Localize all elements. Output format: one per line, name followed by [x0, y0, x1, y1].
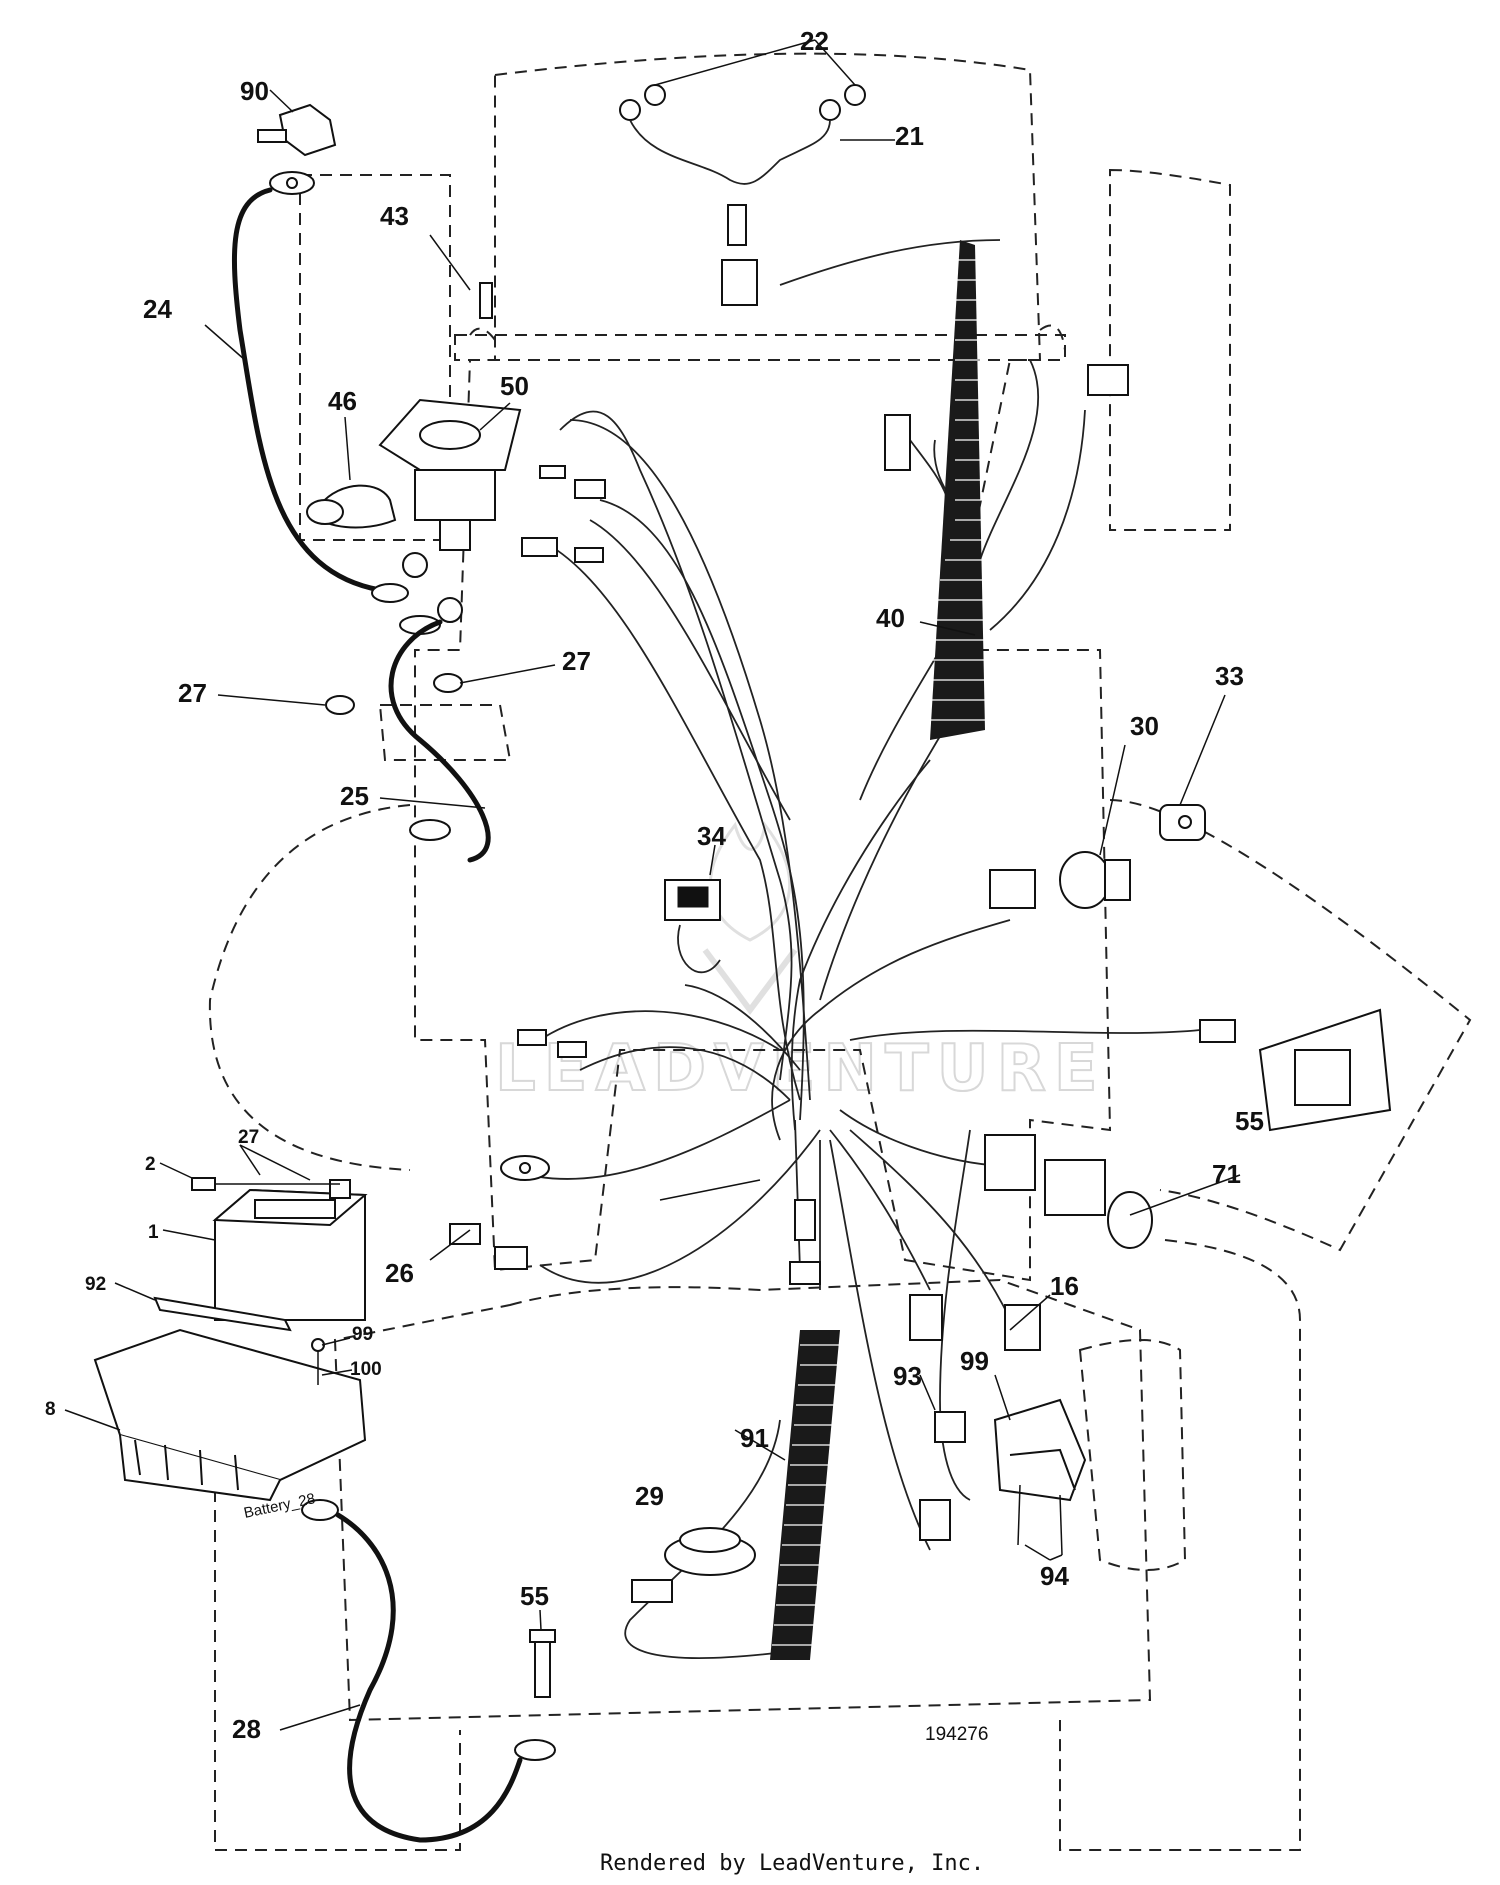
- footer-credit: Rendered by LeadVenture, Inc.: [600, 1851, 984, 1876]
- callout-28: 28: [232, 1714, 261, 1744]
- nut-27-center: [433, 673, 463, 693]
- callout-40: 40: [876, 603, 905, 633]
- module-94: [993, 1398, 1087, 1556]
- nut-27-left: [325, 695, 355, 715]
- callout-30: 30: [1130, 711, 1159, 741]
- headlights-21: [619, 84, 866, 306]
- callout-24: 24: [143, 294, 172, 324]
- callout-94: 99: [960, 1346, 989, 1376]
- callout-22: 22: [800, 26, 829, 56]
- callout-92: 93: [893, 1361, 922, 1391]
- cable-28: [301, 1499, 556, 1843]
- callout-21: 21: [895, 121, 924, 151]
- pto-switch-50: [984, 1134, 1153, 1249]
- cable-25: [388, 615, 491, 863]
- watermark: LEADVENTURE: [494, 821, 1106, 1107]
- callout-2: 2: [145, 1154, 156, 1175]
- callout-90: 90: [240, 76, 269, 106]
- cable-24: [231, 171, 409, 603]
- key-33: [1159, 804, 1206, 841]
- callout-91: 92: [85, 1274, 106, 1295]
- callout-25: 25: [340, 781, 369, 811]
- drawing-number: 194276: [925, 1724, 988, 1745]
- tractor-outline: [208, 52, 1472, 1851]
- switch-34: [664, 879, 721, 974]
- callout-1: 1: [148, 1222, 159, 1243]
- callout-16: 16: [1050, 1271, 1079, 1301]
- callout-labels: 90 24 43 46 50 27 27 25 22 21 40 30 33 3…: [45, 26, 1264, 1744]
- callout-43: 50: [500, 371, 529, 401]
- harness-connectors: [449, 364, 1236, 1541]
- callout-33: 33: [1215, 661, 1244, 691]
- callout-41: 43: [380, 201, 409, 231]
- battery-tray-8: [93, 1328, 367, 1502]
- callout-34: 34: [697, 821, 726, 851]
- solenoid-43: [306, 282, 522, 623]
- harness-wires: [509, 239, 1201, 1659]
- seat-switch-29: [631, 1527, 756, 1603]
- callout-46: 55: [1235, 1106, 1264, 1136]
- leader-lines: [64, 39, 1241, 1731]
- callout-71: 91: [740, 1423, 769, 1453]
- fuse-90: [257, 103, 337, 157]
- callout-42: 46: [328, 386, 357, 416]
- callout-50: 71: [1212, 1159, 1241, 1189]
- conduit-71: [770, 1330, 840, 1660]
- callout-93: 94: [1040, 1561, 1069, 1591]
- watermark-text: LEADVENTURE: [495, 1032, 1106, 1106]
- callout-27-battery: 27: [238, 1127, 259, 1148]
- bolt-55: [529, 1629, 556, 1698]
- hour-meter-46: [1258, 1008, 1392, 1132]
- callout-8: 8: [45, 1399, 56, 1420]
- callout-29: 29: [635, 1481, 664, 1511]
- callout-55-text: 55: [520, 1581, 549, 1611]
- callout-26: 26: [385, 1258, 414, 1288]
- callout-27-left: 27: [178, 678, 207, 708]
- battery-1: [153, 1177, 368, 1332]
- ignition-switch-30: [1059, 851, 1131, 909]
- callout-100-label: 100: [350, 1359, 382, 1380]
- conduit-40: [930, 240, 985, 740]
- callout-27-center: 27: [562, 646, 591, 676]
- callout-99: 99: [352, 1324, 373, 1345]
